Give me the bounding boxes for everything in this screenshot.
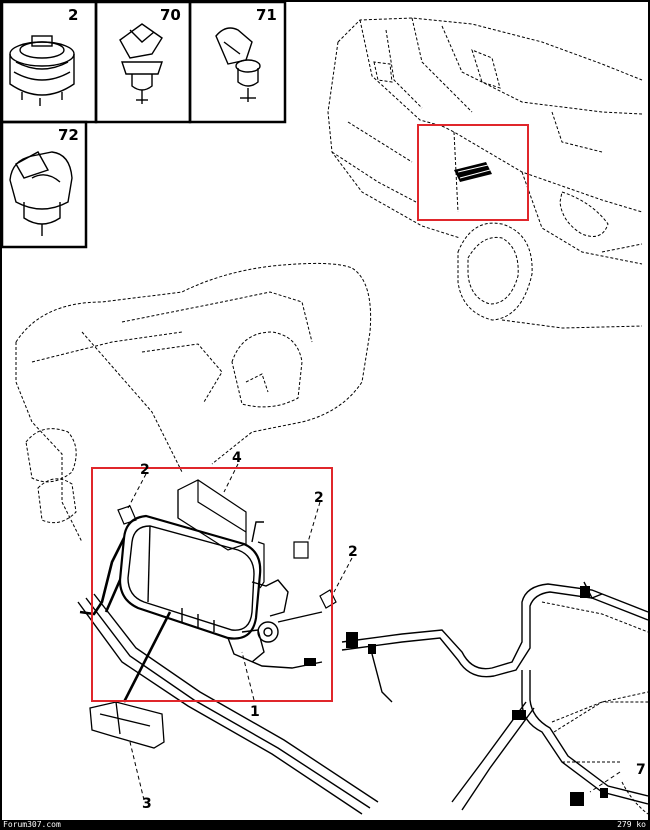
- canister-highlight-box: [91, 467, 333, 702]
- canister-hoses: [79, 537, 126, 616]
- callout-2-b: 2: [314, 490, 324, 506]
- inset-grid: [2, 2, 287, 249]
- inset-number-71: 71: [256, 6, 277, 24]
- canister-assembly: [118, 514, 323, 669]
- small-clips: [117, 505, 337, 609]
- inset-number-72: 72: [58, 126, 79, 144]
- leader-lines: [127, 463, 621, 801]
- pipe-dashed: [541, 601, 648, 763]
- callout-2-c: 2: [348, 544, 358, 560]
- callout-7: 7: [636, 762, 646, 778]
- inset-2-part: [9, 35, 75, 106]
- fuel-filler-flap-stripes: [457, 164, 491, 179]
- pipe-clips: [304, 586, 608, 806]
- callout-1: 1: [250, 704, 260, 720]
- callout-4: 4: [232, 450, 242, 466]
- inset-number-70: 70: [160, 6, 181, 24]
- footer-site-name: Forum307.com: [3, 820, 61, 829]
- car-highlight-box: [417, 124, 529, 221]
- inset-70-part: [119, 23, 163, 104]
- inset-72-part: [9, 151, 73, 236]
- heat-shield: [177, 479, 247, 551]
- inset-number-2: 2: [68, 6, 78, 24]
- footer-file-size: 279 ko: [617, 820, 646, 829]
- footer-bar: Forum307.com 279 ko: [0, 820, 650, 830]
- right-edge-part: [553, 701, 648, 815]
- callout-2-a: 2: [140, 462, 150, 478]
- callout-3: 3: [142, 796, 152, 812]
- diagram-svg: 2 70 71 72: [2, 2, 648, 815]
- bracket-3: [89, 701, 165, 749]
- inset-71-part: [215, 27, 261, 102]
- parts-diagram: 2 70 71 72: [2, 2, 648, 820]
- bracket-leader: [122, 611, 172, 703]
- fuel-tank-outline: [15, 262, 372, 543]
